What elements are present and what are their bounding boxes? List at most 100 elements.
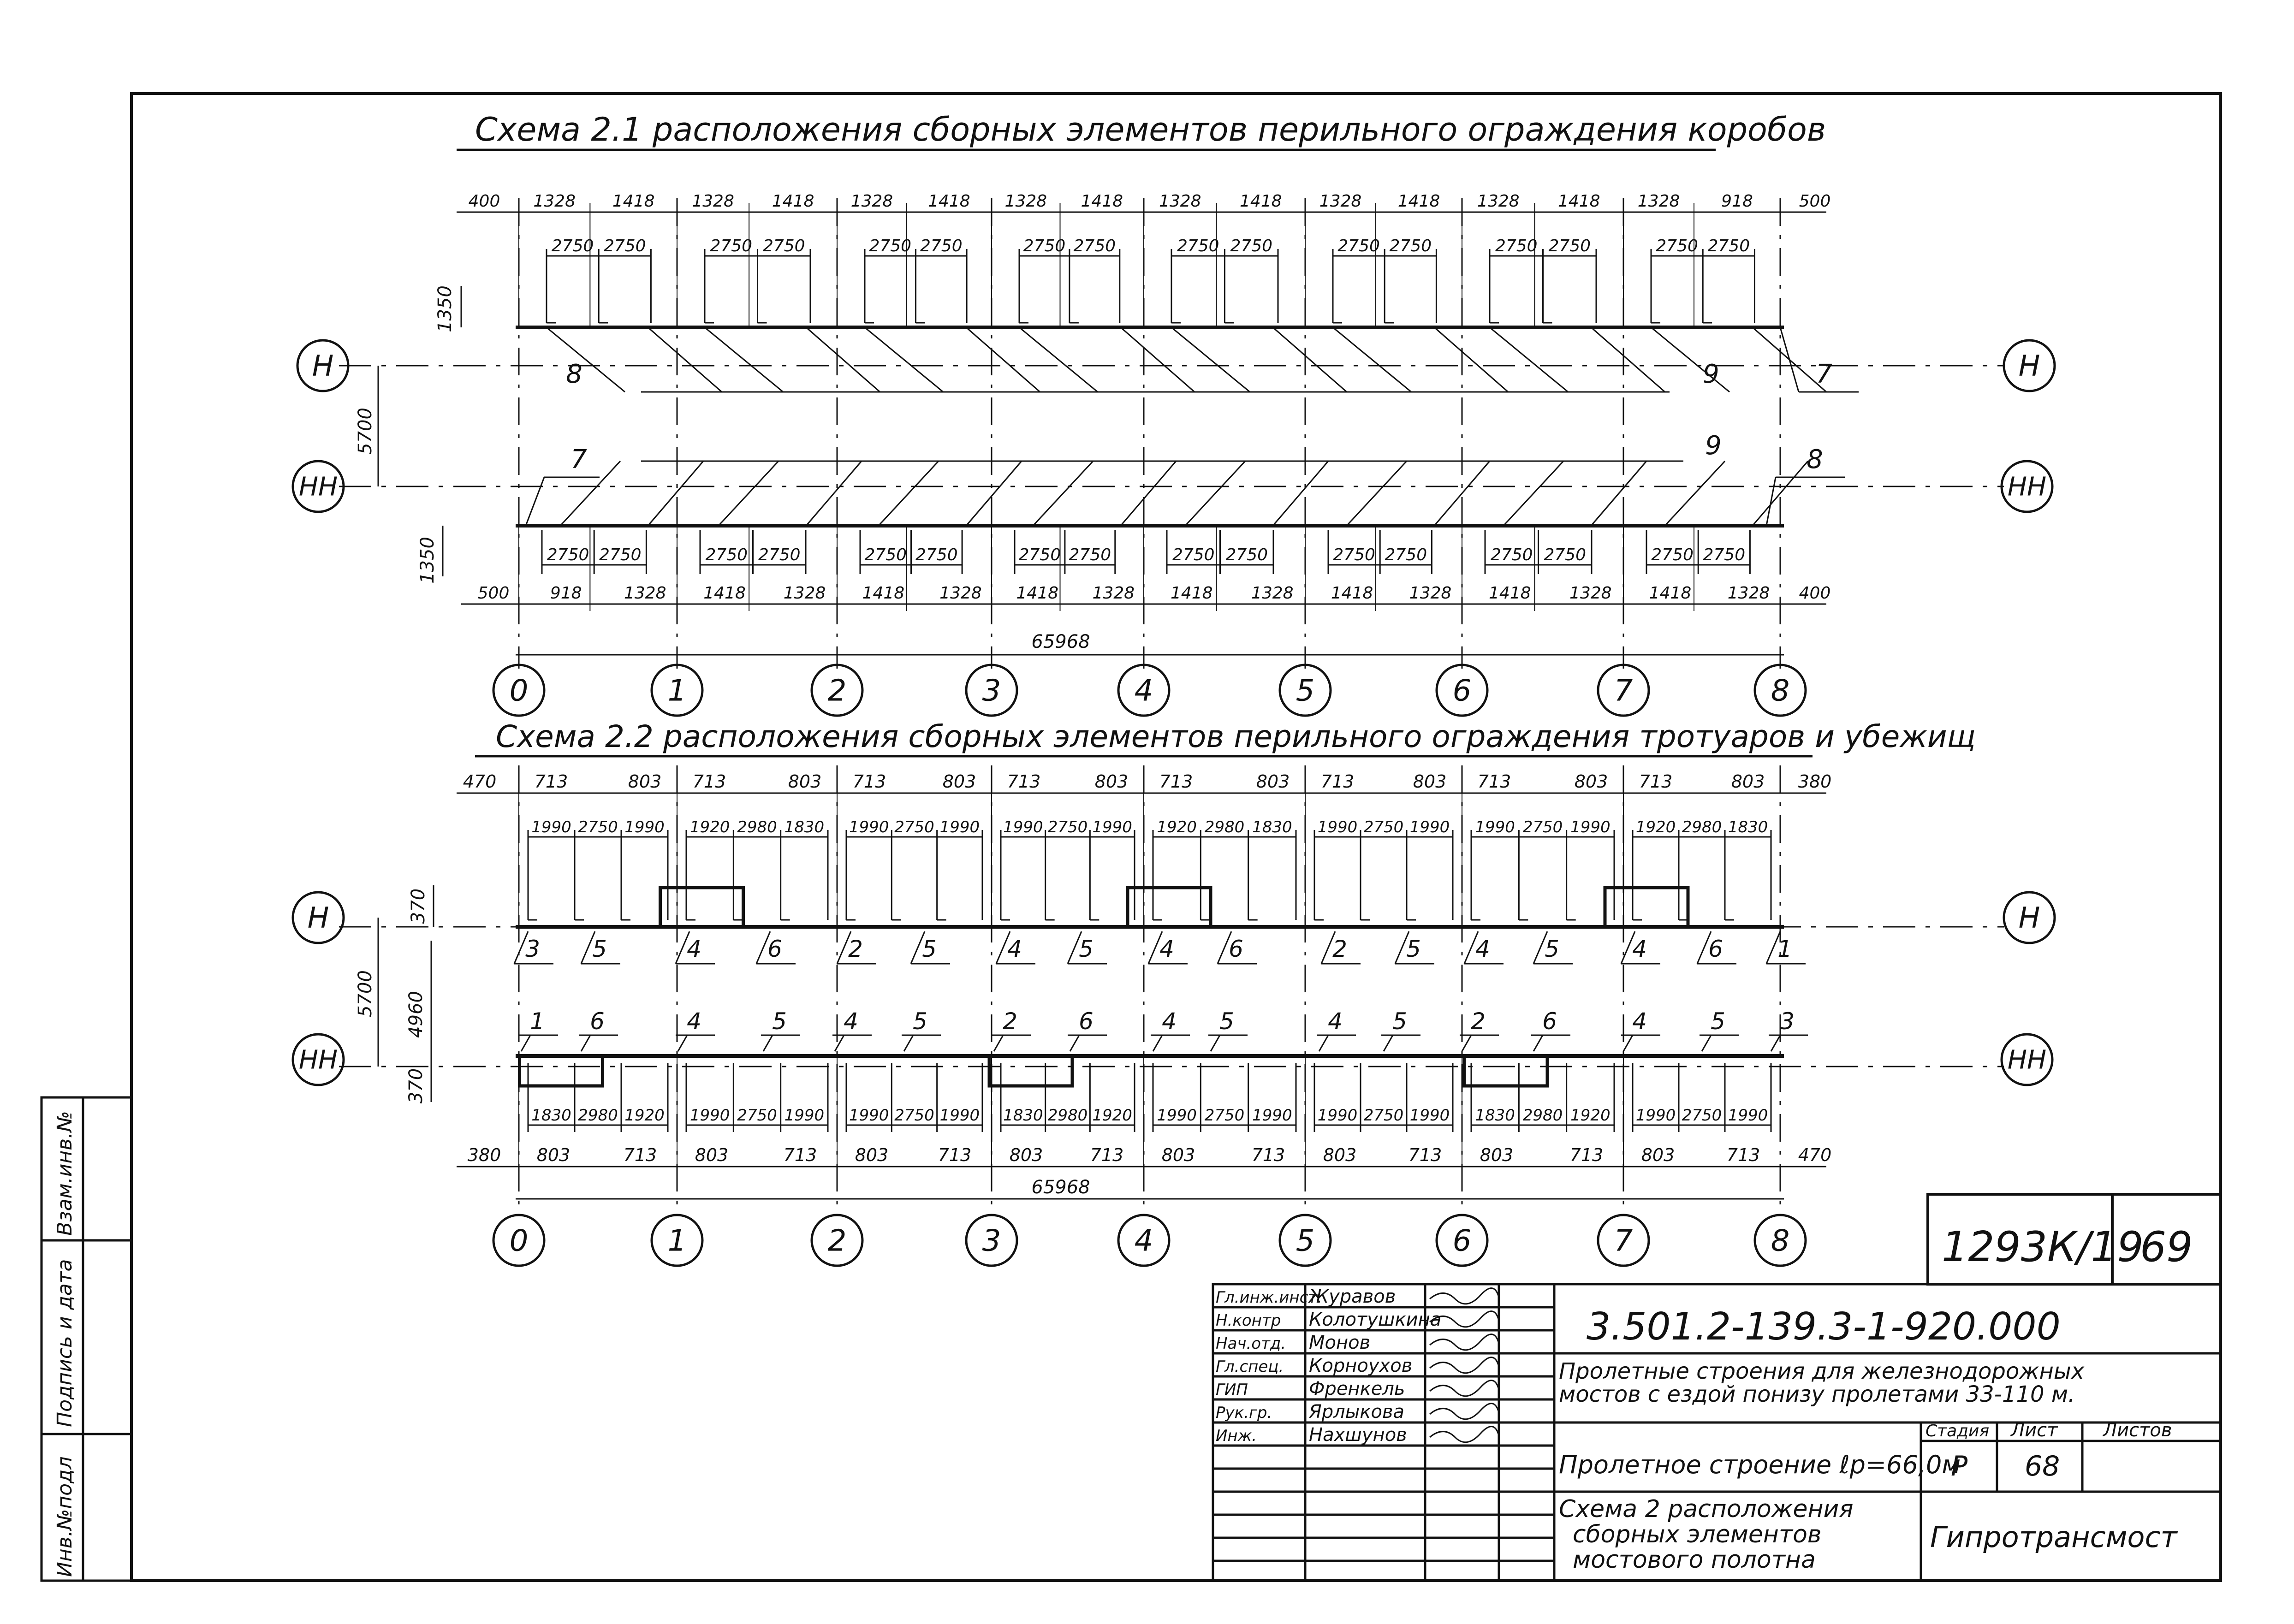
stamp-role: Гл.инж.инст. bbox=[1216, 1288, 1322, 1307]
dim-bottom-inner: 2750 bbox=[1205, 1106, 1245, 1125]
leader bbox=[1383, 1035, 1394, 1052]
dim-top-inner: 1990 bbox=[531, 818, 571, 836]
leader bbox=[1120, 326, 1195, 393]
leader bbox=[1346, 460, 1408, 527]
axis-bubble-2-label: 2 bbox=[828, 674, 847, 708]
callout-bottom: 4 bbox=[1162, 1008, 1177, 1035]
line-hh-bubble-left-label: НН bbox=[299, 472, 338, 502]
side-label-signature: Подпись и дата bbox=[53, 1259, 77, 1427]
dim-top-inner: 2750 bbox=[1048, 818, 1088, 836]
side-label-replace: Взам.инв.№ bbox=[53, 1111, 77, 1236]
axis-bubble-4-circle bbox=[1117, 664, 1171, 717]
dim-bottom-inner: 2980 bbox=[1523, 1106, 1563, 1125]
dim-bottom-chain: 803 bbox=[537, 1145, 571, 1165]
stage-value: Р bbox=[1951, 1450, 1968, 1482]
leader bbox=[836, 931, 852, 964]
axis-bubble-0-circle bbox=[492, 664, 546, 717]
axis-bubble-6-circle bbox=[1435, 664, 1489, 717]
dim-top-inner: 2980 bbox=[1682, 818, 1722, 836]
leader bbox=[1489, 326, 1569, 393]
project-line-1: Пролетные строения для железнодорожных bbox=[1559, 1358, 2085, 1384]
leader bbox=[1765, 477, 1777, 526]
callout-top: 2 bbox=[848, 936, 863, 962]
dim-top-inner: 2750 bbox=[578, 818, 618, 836]
line-hh-bubble-left-circle bbox=[291, 460, 345, 513]
dim-bottom-inner: 1830 bbox=[1003, 1106, 1043, 1125]
callout-bottom: 8 bbox=[1807, 445, 1823, 474]
callout-top: 4 bbox=[1159, 936, 1174, 962]
leader bbox=[1622, 1035, 1634, 1052]
designation: 3.501.2-139.3-1-920.000 bbox=[1587, 1305, 2061, 1349]
dim-bottom-inner: 2750 bbox=[1703, 545, 1745, 564]
dim-bottom-inner: 2750 bbox=[1172, 545, 1215, 564]
dim-bottom-inner: 2980 bbox=[578, 1106, 618, 1125]
leader bbox=[1184, 460, 1246, 527]
dim-bottom-chain: 1328 bbox=[1092, 584, 1135, 603]
line-h-bubble-left-circle bbox=[291, 891, 345, 944]
dim-bottom-chain: 1328 bbox=[939, 584, 982, 603]
line-hh-bubble-right-label: НН bbox=[2008, 1045, 2046, 1075]
dim-top-chain: 713 bbox=[693, 771, 726, 792]
dim-bottom-chain: 713 bbox=[938, 1145, 972, 1165]
dim-top-chain: 713 bbox=[1007, 771, 1041, 792]
stamp-name: Френкель bbox=[1309, 1378, 1405, 1399]
dim-bottom-inner: 2750 bbox=[1544, 545, 1586, 564]
leader bbox=[546, 326, 625, 393]
dim-bottom-chain: 803 bbox=[1480, 1145, 1514, 1165]
axis-bubble-4-label: 4 bbox=[1135, 1224, 1153, 1258]
dim-bottom-inner: 2750 bbox=[915, 545, 958, 564]
line-h-bubble-left: Н bbox=[296, 339, 350, 392]
leader bbox=[864, 326, 944, 393]
axis-bubble-5: 5 bbox=[1278, 664, 1332, 717]
axis-bubble-1-circle bbox=[650, 664, 704, 717]
leader bbox=[675, 931, 690, 964]
leader bbox=[965, 461, 1022, 526]
side-label-inv: Инв.№подл bbox=[53, 1456, 77, 1577]
leader bbox=[903, 1035, 914, 1052]
dim-bottom-inner: 2750 bbox=[737, 1106, 777, 1125]
dim-bottom-chain: 1328 bbox=[624, 584, 666, 603]
dim-bottom-chain: 1418 bbox=[1649, 584, 1692, 603]
dim-bottom-inner: 1920 bbox=[1092, 1106, 1132, 1125]
callout-top: 4 bbox=[1632, 936, 1647, 962]
axis-bubble-1-label: 1 bbox=[668, 1224, 687, 1258]
dim-top-chain: 1328 bbox=[692, 192, 734, 211]
dim-top-chain: 1328 bbox=[1004, 192, 1047, 211]
axis-bubble-0: 0 bbox=[492, 1214, 546, 1267]
stamp-name: Корноухов bbox=[1309, 1355, 1412, 1376]
axis-bubble-4-circle bbox=[1117, 1214, 1171, 1267]
callout-bottom: 9 bbox=[1705, 431, 1722, 461]
dim-bottom-inner: 1990 bbox=[1728, 1106, 1768, 1125]
leader bbox=[1433, 461, 1491, 526]
dim-top-inner: 2750 bbox=[1074, 237, 1116, 255]
dim-bottom-chain: 713 bbox=[1727, 1145, 1760, 1165]
dim-top-chain: 803 bbox=[1731, 771, 1765, 792]
dim-bottom-chain: 1328 bbox=[1728, 584, 1770, 603]
dim-bottom-inner: 2750 bbox=[1225, 545, 1268, 564]
leader bbox=[648, 326, 722, 393]
dim-top-chain: 803 bbox=[1413, 771, 1447, 792]
leader bbox=[525, 477, 545, 526]
leader bbox=[1434, 326, 1509, 393]
callout-bottom: 4 bbox=[687, 1008, 701, 1035]
vdim-label: 370 bbox=[408, 889, 429, 924]
dim-bottom-inner: 2750 bbox=[1364, 1106, 1404, 1125]
stamp-name: Колотушкина bbox=[1309, 1309, 1441, 1330]
dim-top-inner: 2980 bbox=[737, 818, 777, 836]
axis-bubble-4: 4 bbox=[1117, 1214, 1171, 1267]
leader bbox=[1591, 326, 1665, 393]
line-h-bubble-right-circle bbox=[2003, 339, 2056, 392]
dim-top-chain: 803 bbox=[628, 771, 662, 792]
callout-bottom: 3 bbox=[1780, 1008, 1795, 1035]
leader bbox=[1217, 931, 1232, 964]
dim-top-inner: 1920 bbox=[1157, 818, 1197, 836]
dim-bottom-chain: 713 bbox=[1252, 1145, 1285, 1165]
axis-bubble-7-circle bbox=[1597, 1214, 1650, 1267]
dim-bottom-chain: 1328 bbox=[1569, 584, 1612, 603]
dim-top-inner: 1990 bbox=[1092, 818, 1132, 836]
axis-bubble-1-circle bbox=[650, 1214, 704, 1267]
line-h-bubble-left-circle bbox=[296, 339, 350, 392]
dim-bottom-chain: 713 bbox=[1408, 1145, 1442, 1165]
